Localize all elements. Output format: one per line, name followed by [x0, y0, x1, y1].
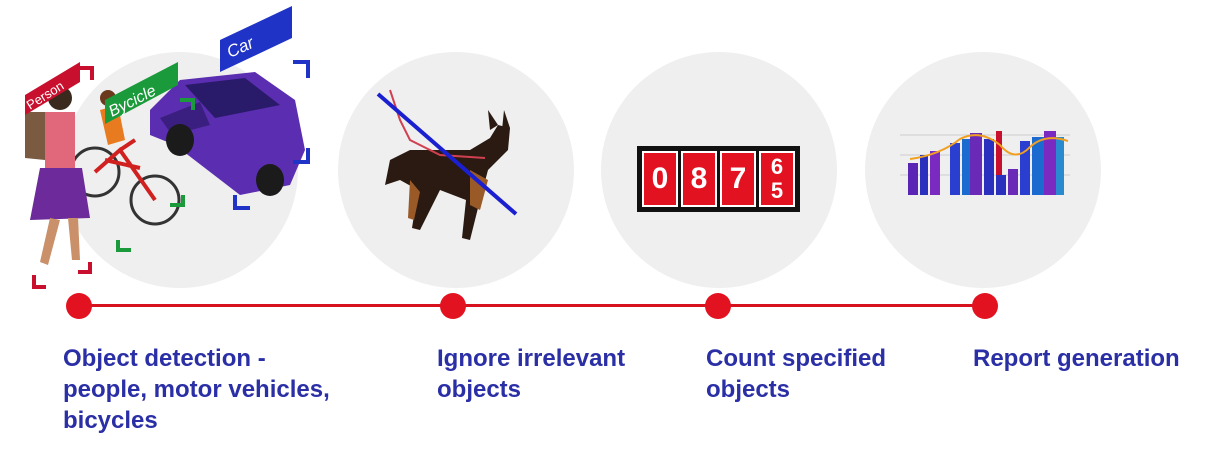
detection-brackets	[32, 60, 310, 289]
person-icon	[25, 86, 90, 265]
timeline-dot-1	[66, 293, 92, 319]
step-2-label: Ignore irrelevant objects	[437, 345, 626, 403]
timeline-dot-4	[972, 293, 998, 319]
counter-digit: 0	[642, 151, 678, 207]
car-icon	[150, 72, 305, 196]
timeline-line	[74, 304, 986, 307]
car-tag: Car	[220, 6, 292, 72]
trend-line	[909, 134, 1069, 160]
person-tag: Person	[24, 62, 80, 115]
object-detection-illustration: Car Bycicle Person	[24, 6, 310, 289]
step-4-label: Report generation	[973, 345, 1180, 372]
object-counter: 0 8 7 6 5	[637, 146, 800, 212]
counter-digit: 7	[720, 151, 756, 207]
counter-rolling-top: 6	[770, 154, 784, 179]
report-chart-illustration	[900, 131, 1070, 195]
strike-through-icon	[376, 92, 518, 216]
ignored-dog-illustration	[376, 89, 518, 240]
timeline-dot-3	[705, 293, 731, 319]
timeline-dot-2	[440, 293, 466, 319]
counter-rolling-digit: 6 5	[759, 151, 795, 207]
bar-group	[908, 131, 1064, 195]
counter-digit: 8	[681, 151, 717, 207]
step-3-label: Count specified objects	[706, 345, 887, 403]
step-1-label: Object detection - people, motor vehicle…	[63, 345, 330, 434]
counter-rolling-bottom: 5	[770, 178, 784, 203]
